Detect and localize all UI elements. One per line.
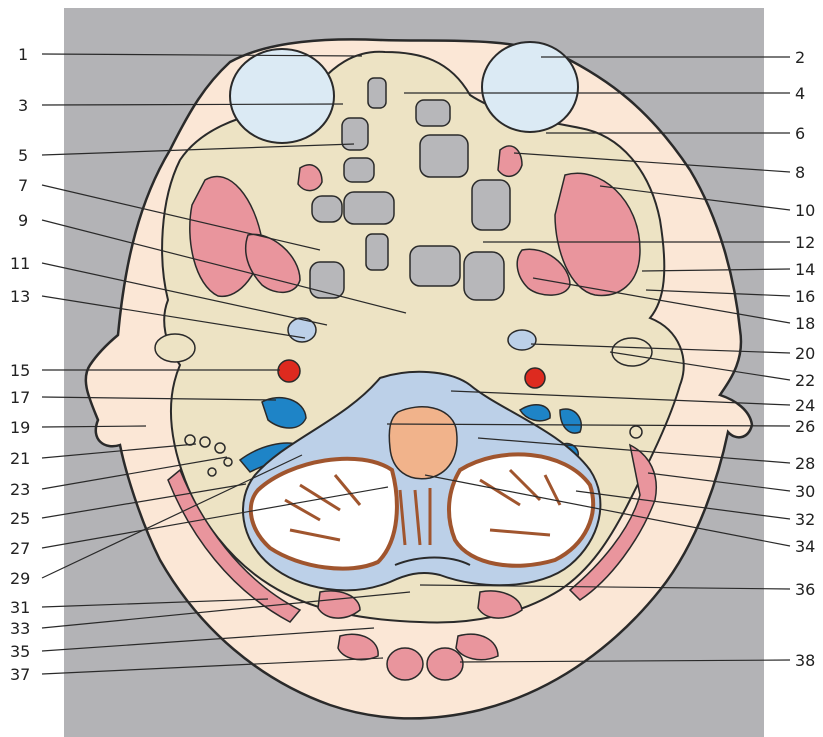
label-4: 4	[795, 84, 805, 103]
label-32: 32	[795, 510, 815, 529]
label-34: 34	[795, 537, 815, 556]
label-29: 29	[10, 569, 30, 588]
label-19: 19	[10, 418, 30, 437]
label-17: 17	[10, 388, 30, 407]
label-13: 13	[10, 287, 30, 306]
label-25: 25	[10, 509, 30, 528]
label-14: 14	[795, 260, 815, 279]
label-1: 1	[18, 45, 28, 64]
label-26: 26	[795, 417, 815, 436]
label-5: 5	[18, 146, 28, 165]
left-eye-globe	[230, 49, 334, 143]
label-30: 30	[795, 482, 815, 501]
labels-left: 1 3 5 7 9 11 13 15 17 19 21 23 25 27 29 …	[10, 45, 30, 684]
labels-right: 2 4 6 8 10 12 14 16 18 20 22 24 26 28 30…	[795, 48, 815, 670]
label-20: 20	[795, 344, 815, 363]
label-35: 35	[10, 642, 30, 661]
label-22: 22	[795, 371, 815, 390]
label-18: 18	[795, 314, 815, 333]
label-38: 38	[795, 651, 815, 670]
label-10: 10	[795, 201, 815, 220]
right-eye-globe	[482, 42, 578, 132]
label-15: 15	[10, 361, 30, 380]
label-28: 28	[795, 454, 815, 473]
label-24: 24	[795, 396, 815, 415]
label-31: 31	[10, 598, 30, 617]
label-33: 33	[10, 619, 30, 638]
label-36: 36	[795, 580, 815, 599]
brainstem	[389, 407, 457, 479]
label-6: 6	[795, 124, 805, 143]
label-8: 8	[795, 163, 805, 182]
label-37: 37	[10, 665, 30, 684]
label-12: 12	[795, 233, 815, 252]
label-23: 23	[10, 480, 30, 499]
label-9: 9	[18, 211, 28, 230]
label-11: 11	[10, 254, 30, 273]
internal-carotid-artery-left	[278, 360, 300, 382]
label-2: 2	[795, 48, 805, 67]
label-27: 27	[10, 539, 30, 558]
label-3: 3	[18, 96, 28, 115]
label-7: 7	[18, 176, 28, 195]
internal-carotid-artery-right	[525, 368, 545, 388]
label-21: 21	[10, 449, 30, 468]
label-16: 16	[795, 287, 815, 306]
